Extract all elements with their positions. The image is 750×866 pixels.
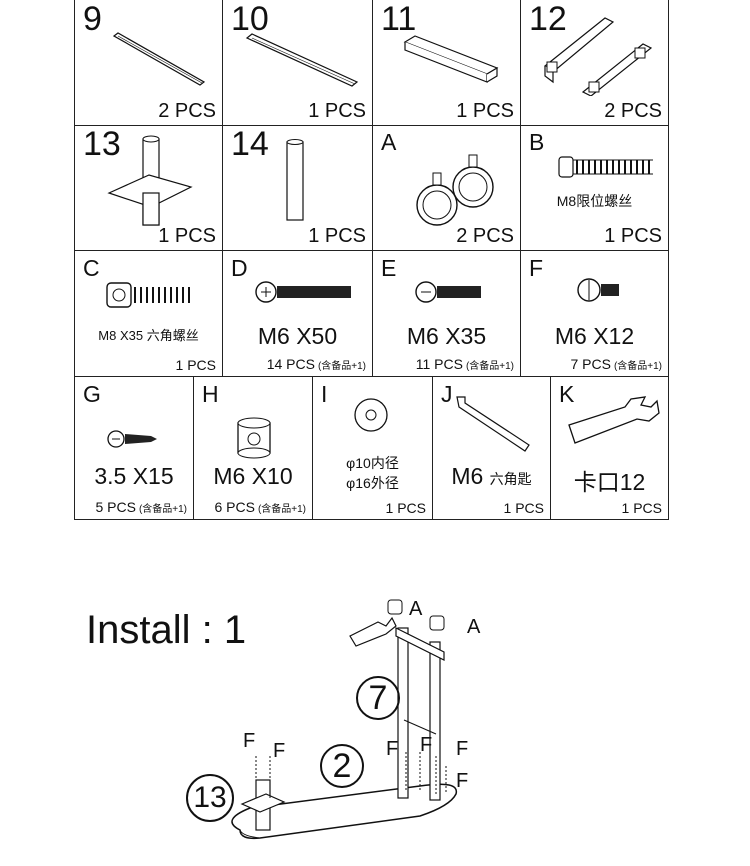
hex-bolt-icon	[106, 282, 190, 308]
part-cell-13: 13 1 PCS	[75, 125, 223, 251]
part-qty: 1 PCS	[456, 100, 514, 122]
part-cell-14: 14 1 PCS	[223, 125, 373, 251]
part-id: D	[231, 255, 248, 281]
label-a: A	[467, 616, 481, 638]
part-cell-10: 10 1 PCS	[223, 0, 373, 126]
part-spec: M6 X10	[213, 463, 293, 489]
part-qty: 11 PCS(含备品+1)	[415, 356, 514, 372]
part-spec: M6 X12	[554, 323, 635, 349]
part-qty: 1 PCS	[175, 357, 216, 373]
part-qty: 1 PCS	[308, 225, 366, 247]
part-cell-D: D M6 X50 14 PCS(含备品+1)	[223, 251, 373, 377]
part-qty: 6 PCS(含备品+1)	[214, 499, 306, 515]
part-id: J	[441, 381, 453, 407]
part-id: H	[202, 381, 219, 407]
part-qty: 14 PCS(含备品+1)	[266, 356, 366, 372]
label-f: F	[243, 730, 256, 752]
part-spec: M6 六角匙	[451, 463, 532, 489]
part-qty: 2 PCS	[456, 225, 514, 247]
screw-icon	[415, 281, 481, 303]
rod-icon	[112, 32, 206, 86]
parts-row-1: 9 2 PCS 10 1 PCS 11 1 PCS 12 2 PCS	[74, 0, 669, 126]
part-qty: 2 PCS	[158, 100, 216, 122]
part-cell-11: 11 1 PCS	[373, 0, 521, 126]
bolt-icon	[558, 156, 653, 178]
label-f: F	[456, 770, 469, 792]
part-id: K	[559, 381, 575, 407]
part-cell-C: C M8 X35 六角螺丝 1 PCS	[75, 251, 223, 377]
tube-icon	[286, 139, 304, 221]
square-tube-icon	[403, 35, 499, 83]
part-qty: 1 PCS	[621, 500, 662, 516]
part-spec-outer: φ16外径	[346, 475, 399, 491]
part-spec: M8 X35 六角螺丝	[98, 328, 199, 343]
label-f: F	[420, 734, 433, 756]
install-title: Install : 1	[86, 608, 247, 652]
part-id: F	[529, 255, 544, 281]
rod-icon	[245, 33, 359, 87]
part-qty: 5 PCS(含备品+1)	[95, 499, 187, 515]
part-spec-inner: φ10内径	[346, 455, 399, 471]
hex-key-icon	[456, 396, 530, 452]
part-id: 9	[83, 0, 102, 38]
part-id: 12	[529, 0, 567, 38]
part-qty: 1 PCS	[503, 500, 544, 516]
part-cell-B: B M8限位螺丝 1 PCS	[521, 125, 669, 251]
wood-screw-icon	[107, 430, 157, 448]
parts-row-4: G 3.5 X15 5 PCS(含备品+1) H M6 X10 6 PCS(含备…	[74, 377, 669, 520]
caster-wheels-icon	[416, 154, 494, 226]
parts-row-3: C M8 X35 六角螺丝 1 PCS D M6 X50 14 PCS(含备品+…	[74, 251, 669, 377]
part-callout-7: 7	[356, 676, 400, 720]
part-callout-13: 13	[186, 774, 234, 822]
post-plate-icon	[107, 135, 193, 226]
part-spec: M6 X35	[406, 323, 487, 349]
screw-icon	[255, 281, 351, 303]
barrel-nut-icon	[237, 417, 271, 459]
part-spec: 卡口12	[573, 469, 646, 495]
part-id: I	[321, 381, 328, 407]
part-spec: M8限位螺丝	[556, 193, 633, 209]
part-id: B	[529, 129, 545, 155]
label-f: F	[273, 740, 286, 762]
part-cell-9: 9 2 PCS	[75, 0, 223, 126]
install-diagram	[231, 599, 458, 840]
part-qty: 1 PCS	[158, 225, 216, 247]
part-id: 10	[231, 0, 269, 38]
part-id: E	[381, 255, 397, 281]
label-f: F	[386, 738, 399, 760]
part-cell-12: 12 2 PCS	[521, 0, 669, 126]
part-cell-I: I φ10内径 φ16外径 1 PCS	[313, 377, 433, 520]
part-cell-A: A 2 PCS	[373, 125, 521, 251]
part-spec: 3.5 X15	[94, 463, 174, 489]
part-qty: 7 PCS(含备品+1)	[570, 356, 662, 372]
part-qty: 2 PCS	[604, 100, 662, 122]
part-qty: 1 PCS	[308, 100, 366, 122]
part-cell-E: E M6 X35 11 PCS(含备品+1)	[373, 251, 521, 377]
part-qty: 1 PCS	[385, 500, 426, 516]
screw-icon	[577, 278, 619, 302]
bracket-pair-icon	[544, 17, 653, 96]
part-qty: 1 PCS	[604, 225, 662, 247]
part-id: A	[381, 129, 397, 155]
label-f: F	[456, 738, 469, 760]
part-id: 13	[83, 125, 121, 163]
part-cell-J: J M6 六角匙 1 PCS	[433, 377, 551, 520]
part-cell-G: G 3.5 X15 5 PCS(含备品+1)	[75, 377, 194, 520]
part-id: 11	[381, 0, 417, 38]
washer-icon	[354, 398, 388, 432]
part-id: 14	[231, 125, 269, 163]
part-spec: M6 X50	[257, 323, 338, 349]
part-id: G	[83, 381, 101, 407]
part-callout-2: 2	[320, 744, 364, 788]
part-id: C	[83, 255, 100, 281]
part-cell-F: F M6 X12 7 PCS(含备品+1)	[521, 251, 669, 377]
part-cell-K: K 卡口12 1 PCS	[551, 377, 669, 520]
wrench-icon	[568, 396, 660, 444]
part-cell-H: H M6 X10 6 PCS(含备品+1)	[194, 377, 313, 520]
label-a: A	[409, 598, 423, 620]
parts-row-2: 13 1 PCS 14 1 PCS A 2 PCS B M8限位螺丝 1 PCS	[74, 125, 669, 251]
